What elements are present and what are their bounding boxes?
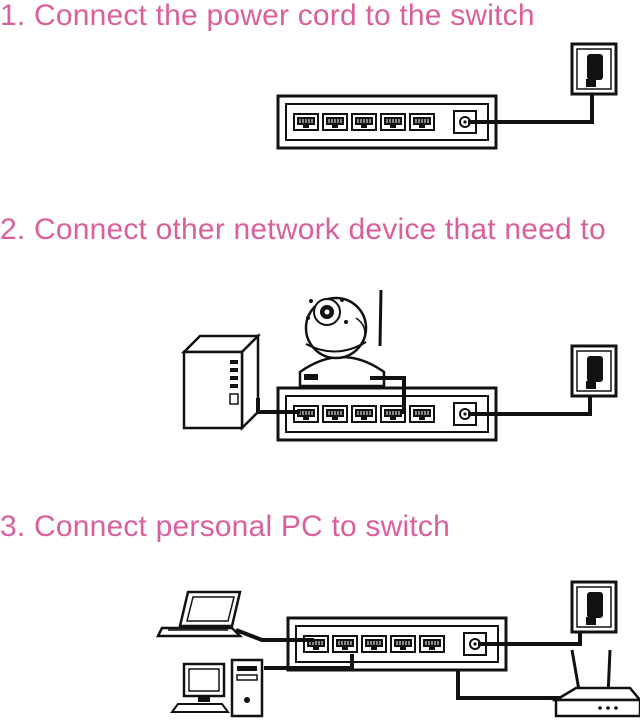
power-outlet-icon (570, 344, 618, 398)
wireless-router-icon (551, 649, 640, 718)
desktop-cable (264, 654, 354, 670)
server-cable (256, 398, 300, 414)
camera-cable (370, 376, 406, 414)
router-cable (456, 670, 574, 700)
network-switch-icon (278, 96, 496, 148)
laptop-icon (155, 590, 244, 638)
laptop-cable (235, 628, 314, 642)
network-switch-icon (278, 388, 496, 440)
server-tower-icon (180, 332, 262, 432)
step-3-title: 3. Connect personal PC to switch (0, 510, 450, 543)
step-2-title: 2. Connect other network device that nee… (0, 213, 606, 246)
power-outlet-icon (570, 580, 618, 634)
desktop-pc-icon (170, 658, 264, 718)
step-2-illustration (180, 289, 618, 440)
step-1-illustration (278, 42, 618, 148)
step-3-illustration (155, 580, 640, 718)
step-1-title: 1. Connect the power cord to the switch (0, 0, 535, 32)
network-switch-icon (288, 618, 506, 670)
power-outlet-icon (570, 42, 618, 96)
ip-camera-icon (298, 289, 386, 388)
